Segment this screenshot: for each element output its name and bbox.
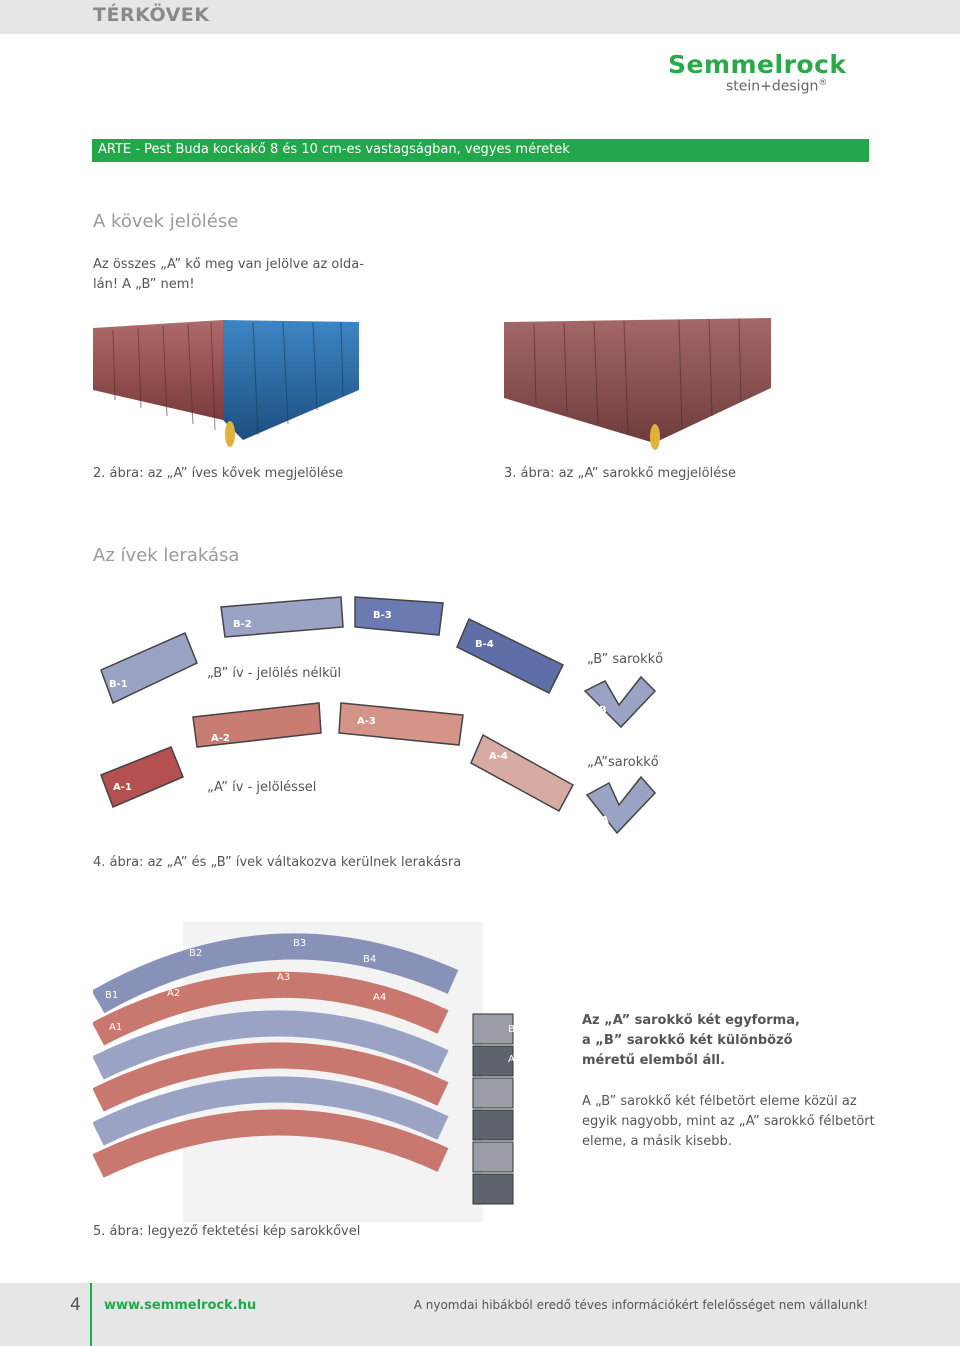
stone-a1 xyxy=(100,746,184,808)
photo-arc-stones xyxy=(93,320,359,460)
stone-b1 xyxy=(100,632,198,705)
b-corner-label: „B” sarokkő xyxy=(587,652,663,667)
label-b4: B-4 xyxy=(475,639,494,650)
stone-b3 xyxy=(354,596,444,636)
logo-brand: Semmelrock xyxy=(668,50,847,79)
fan-label-a1: A1 xyxy=(109,1022,122,1033)
footer: 4 www.semmelrock.hu A nyomdai hibákból e… xyxy=(0,1283,960,1346)
fan-label-b1: B1 xyxy=(105,990,118,1001)
corner-column xyxy=(472,1013,514,1205)
figure4-caption: 4. ábra: az „A” és „B” ívek váltakozva k… xyxy=(93,855,462,870)
logo-sub: stein+design® xyxy=(726,78,828,95)
fan-label-b2: B2 xyxy=(189,948,202,959)
label-a3: A-3 xyxy=(357,716,376,727)
fan-label-b4: B4 xyxy=(363,954,376,965)
photo-corner-stone xyxy=(504,318,771,450)
marking-text-line2: lán! A „B” nem! xyxy=(93,277,195,292)
label-b3: B-3 xyxy=(373,610,392,621)
product-banner-text: ARTE - Pest Buda kockakő 8 és 10 cm-es v… xyxy=(98,142,570,157)
stone-b-corner xyxy=(583,675,657,729)
corner-info-line1: A „B” sarokkő két félbetört eleme közül … xyxy=(582,1094,857,1109)
label-a2: A-2 xyxy=(211,733,230,744)
stone-b2 xyxy=(220,596,344,638)
label-a-corner: A xyxy=(601,815,609,826)
fan-label-a-corner: A xyxy=(508,1054,515,1065)
corner-info-line2: egyik nagyobb, mint az „A” sarokkő félbe… xyxy=(582,1114,875,1129)
figure2-caption: 2. ábra: az „A” íves kővek megjelölése xyxy=(93,466,344,481)
fan-label-a4: A4 xyxy=(373,992,386,1003)
corner-info-line3: eleme, a másik kisebb. xyxy=(582,1134,732,1149)
fan-label-a2: A2 xyxy=(167,988,180,999)
stone-a4 xyxy=(470,733,575,813)
b-arc-label: „B” ív - jelölés nélkül xyxy=(207,666,341,681)
footer-divider xyxy=(90,1283,92,1346)
page-number: 4 xyxy=(70,1295,81,1315)
marking-text-line1: Az összes „A” kő meg van jelölve az olda… xyxy=(93,257,364,272)
header-title: TÉRKÖVEK xyxy=(93,4,210,26)
footer-disclaimer: A nyomdai hibákból eredő téves informáci… xyxy=(413,1298,868,1312)
label-a4: A-4 xyxy=(489,751,508,762)
a-corner-label: „A”sarokkő xyxy=(587,755,659,770)
corner-info-bold-line2: a „B” sarokkő két különböző xyxy=(582,1033,793,1048)
top-bar: TÉRKÖVEK xyxy=(0,0,960,34)
figure5-fan-pattern: B1 B2 B3 B4 A1 A2 A3 A4 B A xyxy=(93,922,515,1222)
figure4-arcs-diagram: B-1 B-2 B-3 B-4 A-1 A-2 A-3 A-4 B A „B” … xyxy=(100,596,663,835)
fan-label-b3: B3 xyxy=(293,938,306,949)
label-b-corner: B xyxy=(599,705,607,716)
label-b1: B-1 xyxy=(109,679,128,690)
stone-a2 xyxy=(192,702,322,748)
label-a1: A-1 xyxy=(113,782,132,793)
section-title-laying: Az ívek lerakása xyxy=(93,545,240,566)
figure5-caption: 5. ábra: legyező fektetési kép sarokkőve… xyxy=(93,1224,361,1239)
fan-label-b-corner: B xyxy=(508,1024,515,1035)
semmelrock-logo: Semmelrock stein+design® xyxy=(668,50,870,95)
stone-b4 xyxy=(456,617,565,695)
stone-a3 xyxy=(338,702,464,746)
fan-label-a3: A3 xyxy=(277,972,290,983)
section-title-marking: A kövek jelölése xyxy=(93,211,239,232)
footer-url-link[interactable]: www.semmelrock.hu xyxy=(104,1298,257,1313)
label-b2: B-2 xyxy=(233,619,252,630)
figure3-caption: 3. ábra: az „A” sarokkő megjelölése xyxy=(504,466,736,481)
product-banner: ARTE - Pest Buda kockakő 8 és 10 cm-es v… xyxy=(92,139,869,162)
a-arc-label: „A” ív - jelöléssel xyxy=(207,780,316,795)
corner-info-bold-line1: Az „A” sarokkő két egyforma, xyxy=(582,1013,800,1028)
corner-info-bold-line3: méretű elemből áll. xyxy=(582,1053,726,1068)
stone-a-corner xyxy=(585,775,657,835)
